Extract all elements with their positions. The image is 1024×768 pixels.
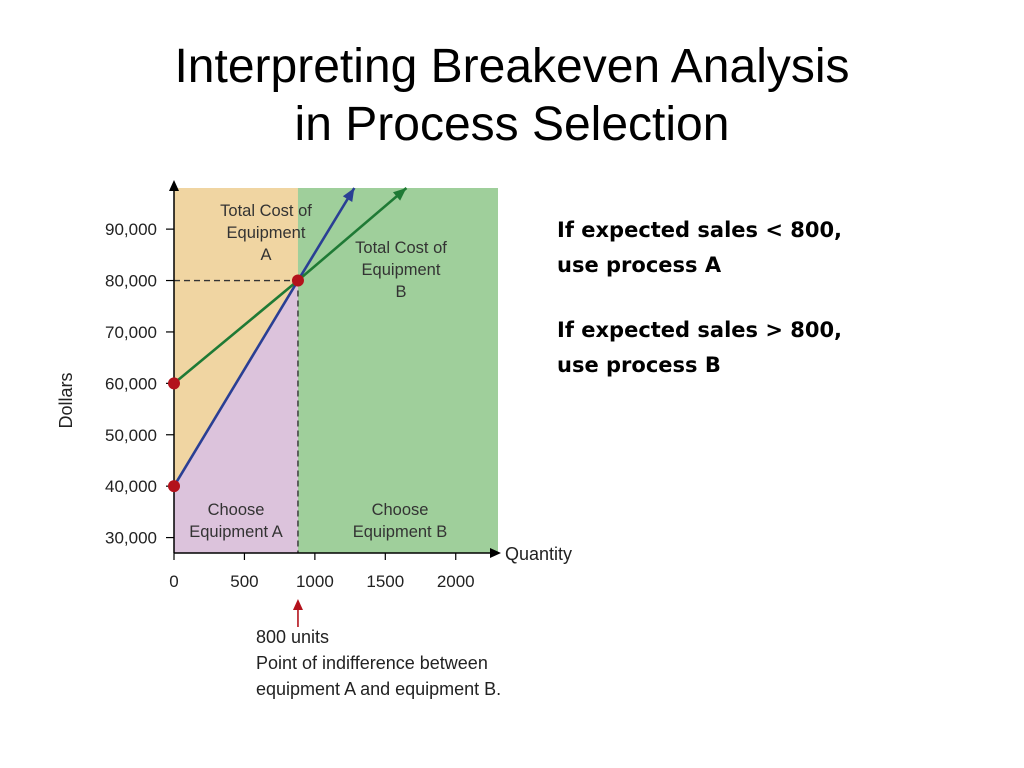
y-axis-arrow [169,180,179,191]
note-process-b-line-1: If expected sales > 800, [557,318,843,342]
indifference-label: equipment A and equipment B. [256,679,501,699]
label-choose-b: Equipment B [353,523,447,541]
arrowhead-equipment-a [342,188,355,202]
slide-title-line-1: Interpreting Breakeven Analysis [174,40,850,93]
x-tick-label: 1500 [366,572,404,591]
label-choose-b: Choose [372,501,429,519]
y-tick-label: 50,000 [105,426,157,445]
y-tick-label: 40,000 [105,477,157,496]
x-tick-label: 500 [230,572,258,591]
x-axis-label: Quantity [505,544,572,564]
y-tick-label: 30,000 [105,529,157,548]
x-axis-arrow [490,548,501,558]
intercept-point [168,377,180,390]
intercept-point [168,480,180,493]
arrowhead-equipment-b [392,188,407,201]
y-tick-label: 90,000 [105,220,157,239]
y-tick-label: 80,000 [105,272,157,291]
y-tick-label: 60,000 [105,374,157,393]
label-total-cost-a: A [260,246,271,264]
label-choose-a: Choose [208,501,265,519]
region-choose-a [174,280,298,553]
breakeven-point [291,274,304,287]
note-process-a: If expected sales < 800, use process A [557,213,997,283]
indifference-arrowhead [292,599,303,610]
label-total-cost-a: Equipment [227,224,306,242]
label-total-cost-b: Equipment [362,261,441,279]
x-tick-label: 0 [169,572,178,591]
note-process-b: If expected sales > 800, use process B [557,313,997,383]
slide-title-line-2: in Process Selection [294,98,730,151]
decision-notes: If expected sales < 800, use process A I… [557,213,997,413]
breakeven-chart: 30,000 40,000 50,000 60,000 70,000 80,000 90,0… [56,180,572,699]
note-process-a-line-2: use process A [557,253,722,277]
indifference-label: 800 units [256,627,329,647]
label-total-cost-a: Total Cost of [220,202,312,220]
y-tick-label: 70,000 [105,323,157,342]
label-choose-a: Equipment A [189,523,283,541]
indifference-label: Point of indifference between [256,653,488,673]
label-total-cost-b: B [395,283,406,301]
x-tick-label: 2000 [437,572,475,591]
note-process-b-line-2: use process B [557,353,721,377]
region-choose-b [297,188,498,553]
slide-title: Interpreting Breakeven Analysis in Proce… [0,38,1024,154]
note-process-a-line-1: If expected sales < 800, [557,218,843,242]
y-axis-label: Dollars [56,372,76,428]
label-total-cost-b: Total Cost of [355,239,447,257]
x-tick-label: 1000 [296,572,334,591]
